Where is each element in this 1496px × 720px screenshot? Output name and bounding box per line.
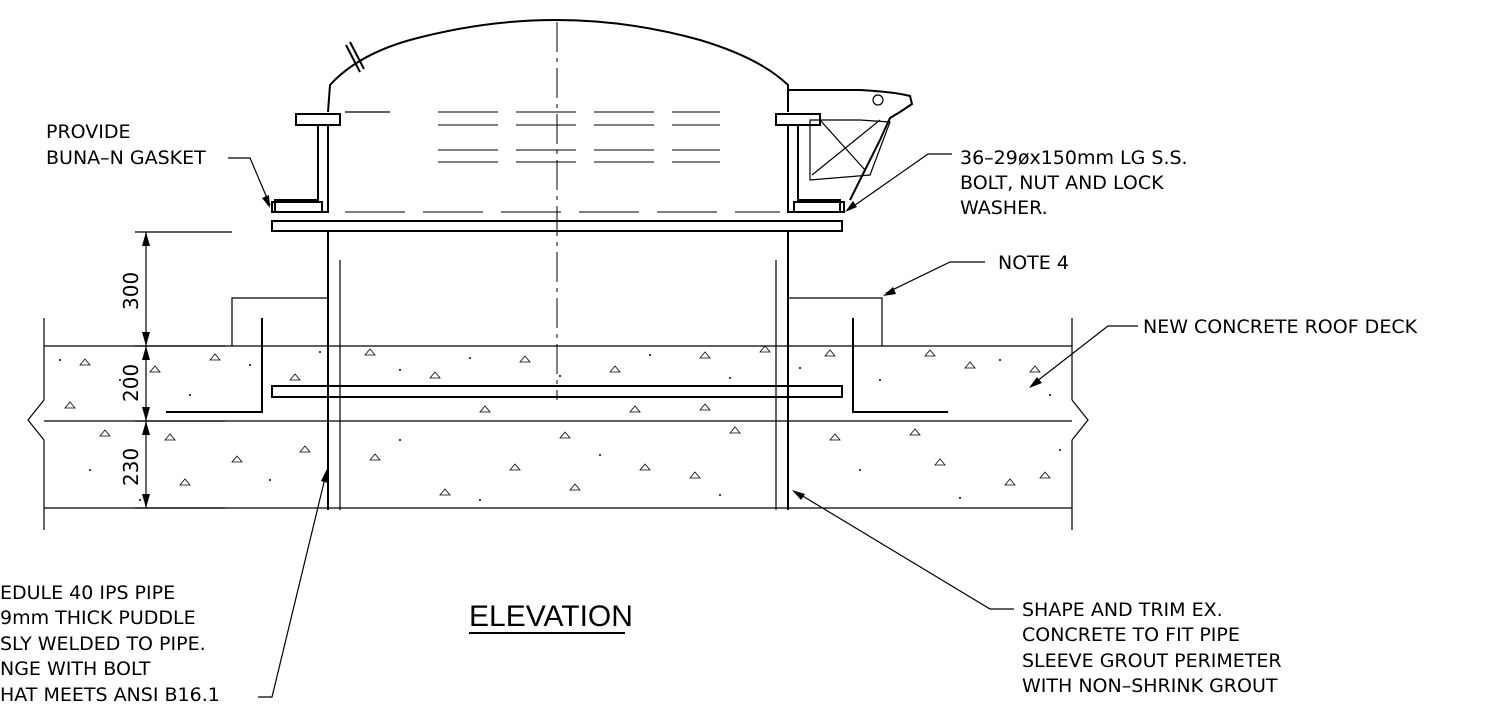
concrete-hatch xyxy=(64,345,1051,496)
main-flange xyxy=(271,220,843,232)
label-gasket-1: PROVIDE xyxy=(46,121,131,143)
label-bolt-1: 36–29øx150mm LG S.S. xyxy=(960,147,1188,169)
label-pipe-5: HAT MEETS ANSI B16.1 xyxy=(0,684,220,706)
label-pipe-3: SLY WELDED TO PIPE. xyxy=(0,633,206,655)
dim-230: 230 xyxy=(119,448,143,486)
label-grout-4: WITH NON–SHRINK GROUT xyxy=(1022,675,1278,697)
leader-lines xyxy=(228,153,1138,698)
label-grout-1: SHAPE AND TRIM EX. xyxy=(1022,599,1223,621)
label-grout-3: SLEEVE GROUT PERIMETER xyxy=(1022,650,1282,672)
label-roof-deck: NEW CONCRETE ROOF DECK xyxy=(1143,316,1418,338)
puddle-flange xyxy=(271,385,843,398)
label-pipe-2: 9mm THICK PUDDLE xyxy=(0,607,196,629)
label-grout-2: CONCRETE TO FIT PIPE xyxy=(1022,624,1240,646)
label-bolt-3: WASHER. xyxy=(960,197,1048,219)
label-bolt-2: BOLT, NUT AND LOCK xyxy=(960,172,1164,194)
label-pipe-4: NGE WITH BOLT xyxy=(0,658,151,680)
label-gasket-2: BUNA–N GASKET xyxy=(46,147,206,169)
dome-cover xyxy=(327,19,789,113)
dim-300: 300 xyxy=(119,272,143,310)
label-pipe-1: EDULE 40 IPS PIPE xyxy=(0,582,175,604)
dim-200: 200 xyxy=(119,364,143,402)
lift-handle xyxy=(345,44,361,73)
label-note4: NOTE 4 xyxy=(998,252,1069,274)
dimension-chain xyxy=(135,232,225,509)
drawing-title: ELEVATION xyxy=(469,600,633,633)
